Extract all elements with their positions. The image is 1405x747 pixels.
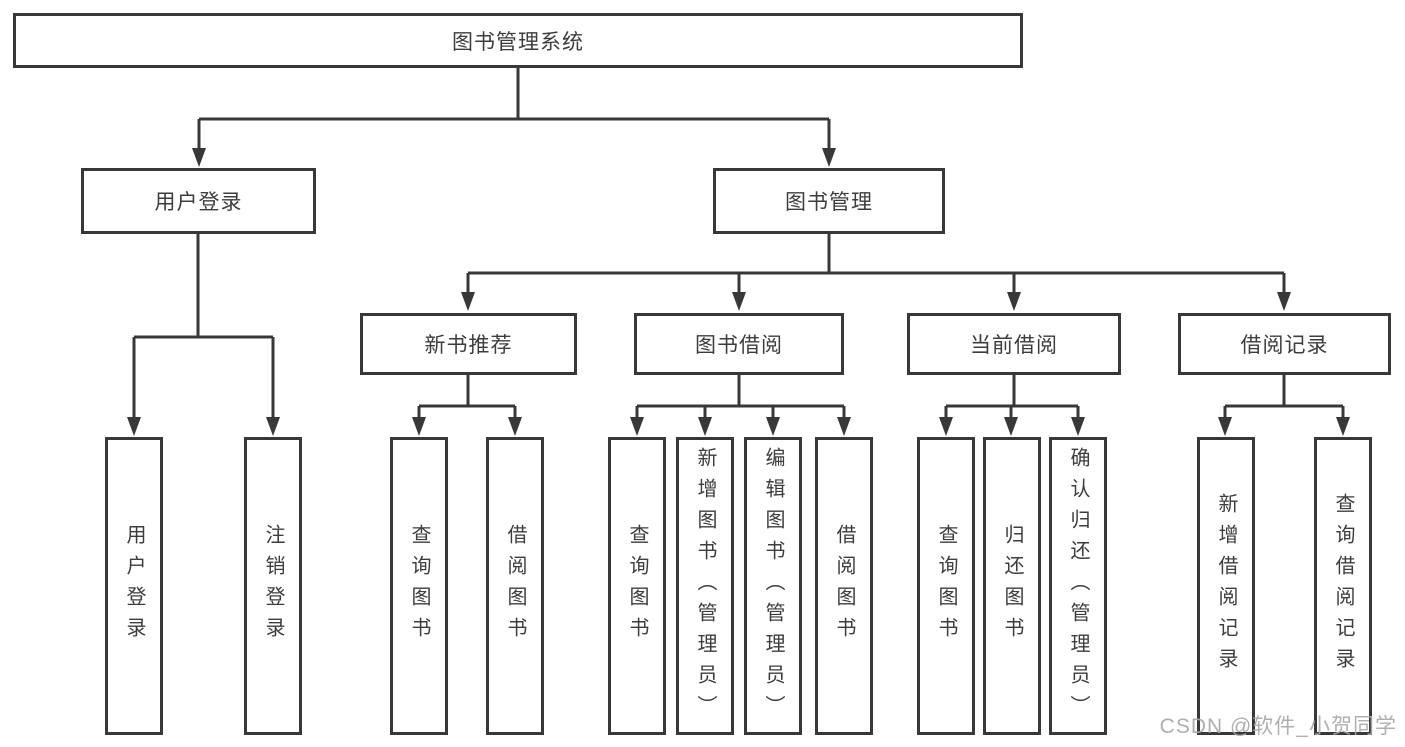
arrow-down-icon [508,417,522,436]
leaf-bb-query-books: 查询图书 [608,437,666,735]
leaf-nbr-borrow-books: 借阅图书 [486,437,544,735]
arrow-down-icon [412,417,426,436]
connector-bookmgmt-to-level3 [466,232,1286,295]
leaf-cb-query-books-label: 查询图书 [935,524,957,648]
leaf-nbr-borrow-books-label: 借阅图书 [504,524,526,648]
node-borrow-records-label: 借阅记录 [1240,334,1329,357]
arrow-down-icon [698,417,712,436]
leaf-br-query-record: 查询借阅记录 [1314,437,1372,735]
arrow-down-icon [766,417,780,436]
arrow-down-icon [822,148,836,167]
leaf-cb-return-books-label: 归还图书 [1001,524,1023,648]
arrow-down-icon [1071,417,1085,436]
leaf-nbr-query-books: 查询图书 [390,437,448,735]
leaf-cb-query-books: 查询图书 [917,437,975,735]
arrow-down-icon [1336,417,1350,436]
node-new-book-recommend-label: 新书推荐 [424,334,513,357]
leaf-bb-add-books-admin: 新增图书（管理员） [676,437,734,735]
arrow-down-icon [1218,417,1232,436]
connector-userlogin-to-leaves [132,232,275,421]
arrow-down-icon [127,417,141,436]
leaf-br-add-record-label: 新增借阅记录 [1215,493,1237,679]
leaf-bb-borrow-books-label: 借阅图书 [833,524,855,648]
arrow-down-icon [192,148,206,167]
leaf-bb-borrow-books: 借阅图书 [815,437,873,735]
connector-borrowrecords-to-leaves [1223,373,1345,421]
leaf-cb-confirm-return-admin: 确认归还（管理员） [1049,437,1107,735]
csdn-watermark: CSDN @软件_小贺同学 [1159,715,1397,738]
leaf-cb-return-books: 归还图书 [983,437,1041,735]
node-book-borrow: 图书借阅 [634,313,844,375]
arrow-down-icon [461,292,475,311]
arrow-down-icon [732,292,746,311]
node-new-book-recommend: 新书推荐 [360,313,577,375]
node-book-borrow-label: 图书借阅 [695,334,783,357]
node-current-borrow: 当前借阅 [907,313,1121,375]
arrow-down-icon [1277,292,1291,311]
node-user-login: 用户登录 [81,168,316,234]
leaf-br-query-record-label: 查询借阅记录 [1332,493,1354,679]
leaf-bb-query-books-label: 查询图书 [626,524,648,648]
node-current-borrow-label: 当前借阅 [970,334,1058,357]
node-book-management: 图书管理 [713,168,945,234]
node-book-management-label: 图书管理 [785,191,873,214]
leaf-cb-confirm-return-admin-label: 确认归还（管理员） [1067,446,1089,726]
connector-currentborrow-to-leaves [944,373,1080,421]
node-root-label: 图书管理系统 [452,30,584,54]
leaf-user-login-label: 用户登录 [123,524,145,648]
connector-bookborrow-to-leaves [635,373,846,421]
leaf-logout-label: 注销登录 [262,524,284,648]
leaf-br-add-record: 新增借阅记录 [1197,437,1255,735]
arrow-down-icon [1004,417,1018,436]
leaf-nbr-query-books-label: 查询图书 [408,524,430,648]
leaf-bb-add-books-admin-label: 新增图书（管理员） [694,446,716,726]
arrow-down-icon [630,417,644,436]
arrow-down-icon [939,417,953,436]
connector-newbookrec-to-leaves [417,373,517,421]
leaf-user-login: 用户登录 [105,437,163,735]
arrow-down-icon [837,417,851,436]
node-root: 图书管理系统 [13,13,1023,68]
arrow-down-icon [266,417,280,436]
node-user-login-label: 用户登录 [154,191,243,214]
leaf-bb-edit-books-admin: 编辑图书（管理员） [744,437,802,735]
node-borrow-records: 借阅记录 [1178,313,1391,375]
leaf-bb-edit-books-admin-label: 编辑图书（管理员） [762,446,784,726]
leaf-logout: 注销登录 [244,437,302,735]
connector-root-to-level2 [197,66,831,150]
arrow-down-icon [1007,292,1021,311]
